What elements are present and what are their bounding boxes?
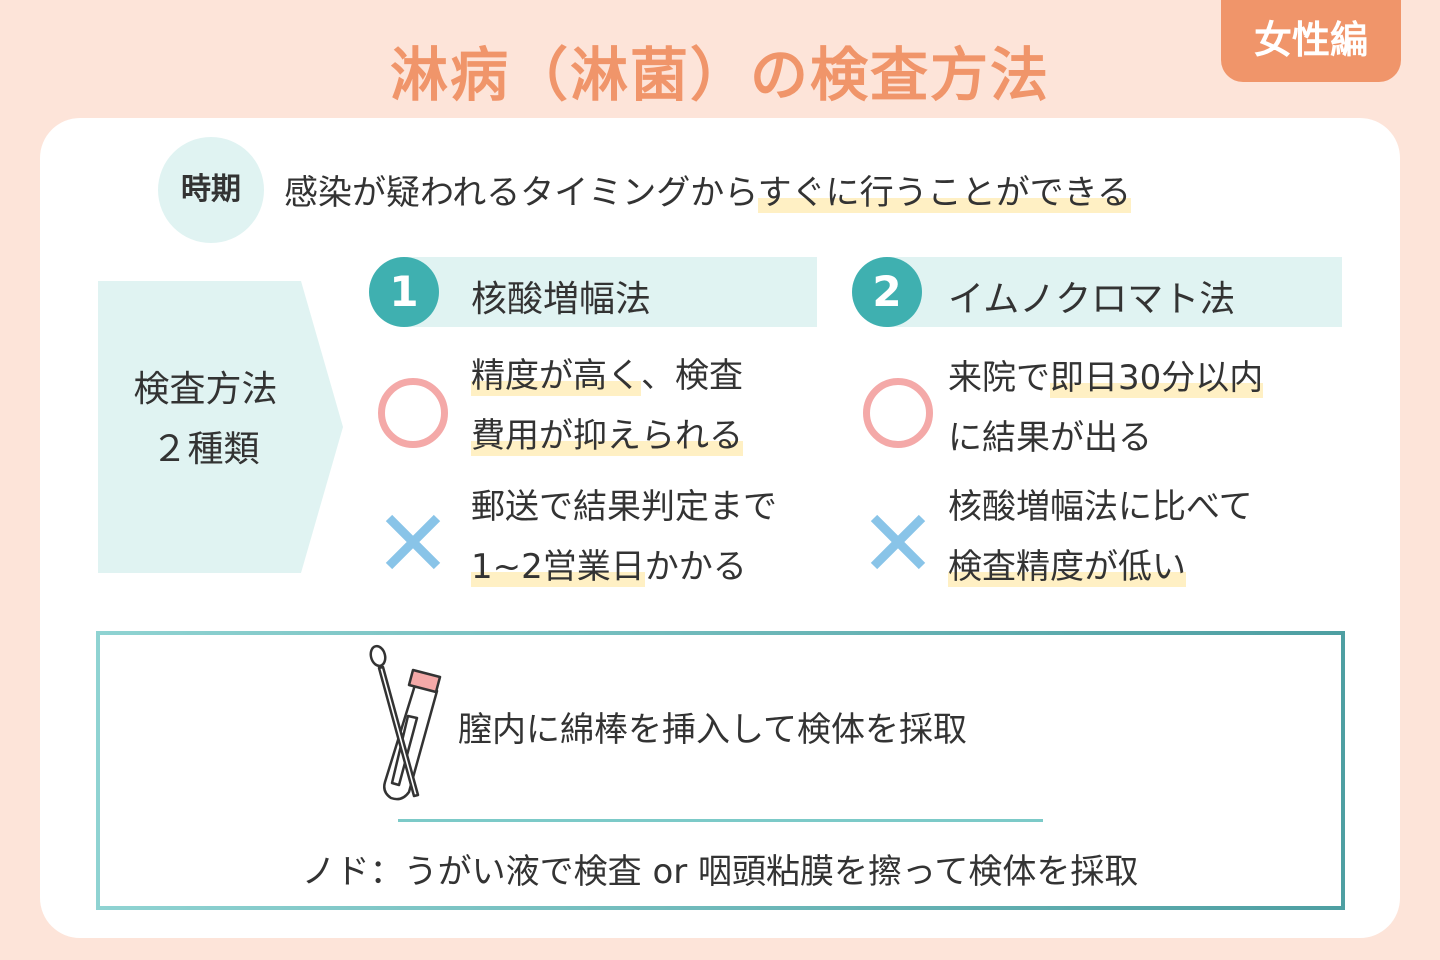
timing-plain: 感染が疑われるタイミングから bbox=[284, 173, 758, 213]
pro-text: に結果が出る bbox=[948, 418, 1152, 458]
method1-pro: 精度が高く、検査 費用が抑えられる bbox=[471, 346, 743, 466]
methods-label: 検査方法 ２種類 bbox=[98, 360, 313, 480]
method2-con: 核酸増幅法に比べて 検査精度が低い bbox=[948, 477, 1253, 597]
sampling-box bbox=[96, 631, 1345, 910]
methods-label-line1: 検査方法 bbox=[133, 369, 278, 410]
method1-title: 核酸増幅法 bbox=[471, 279, 652, 320]
con-highlight: 検査精度が低い bbox=[948, 547, 1186, 587]
swab-and-tube-icon bbox=[369, 644, 442, 801]
pro-text: 来院で bbox=[948, 358, 1050, 398]
con-text: 核酸増幅法に比べて bbox=[948, 487, 1253, 527]
timing-text: 感染が疑われるタイミングからすぐに行うことができる bbox=[284, 165, 1131, 214]
page-title: 淋病（淋菌）の検査方法 bbox=[389, 41, 1050, 109]
pro-text: 、検査 bbox=[641, 356, 743, 396]
gender-badge: 女性編 bbox=[1221, 0, 1401, 82]
circle-pro-icon bbox=[378, 378, 448, 448]
method2-title: イムノクロマト法 bbox=[948, 279, 1236, 320]
pro-highlight: 即日30分以内 bbox=[1050, 358, 1264, 398]
timing-label: 時期 bbox=[158, 137, 264, 243]
con-text: 郵送で結果判定まで bbox=[471, 487, 777, 527]
methods-arrow-shape bbox=[98, 281, 343, 573]
cross-con-icon bbox=[870, 514, 926, 570]
sampling-throat: ノド：うがい液で検査 or 咽頭粘膜を擦って検体を採取 bbox=[301, 852, 1139, 892]
circle-pro-icon bbox=[863, 378, 933, 448]
pro-highlight: 精度が高く bbox=[471, 356, 641, 396]
method1-con: 郵送で結果判定まで 1~2営業日かかる bbox=[471, 477, 777, 597]
method2-number: 2 bbox=[852, 257, 922, 327]
con-highlight: 1~2営業日 bbox=[471, 547, 645, 587]
method1-header bbox=[404, 257, 817, 327]
cross-con-icon bbox=[385, 514, 441, 570]
pro-highlight: 費用が抑えられる bbox=[471, 416, 743, 456]
method2-pro: 来院で即日30分以内 に結果が出る bbox=[948, 348, 1264, 468]
sampling-main: 膣内に綿棒を挿入して検体を採取 bbox=[458, 710, 967, 750]
divider bbox=[398, 819, 1043, 822]
method2-header bbox=[886, 257, 1342, 327]
con-text: かかる bbox=[644, 547, 747, 587]
method1-number: 1 bbox=[369, 257, 439, 327]
methods-label-line2: ２種類 bbox=[151, 429, 260, 470]
timing-highlight: すぐに行うことができる bbox=[757, 173, 1131, 213]
